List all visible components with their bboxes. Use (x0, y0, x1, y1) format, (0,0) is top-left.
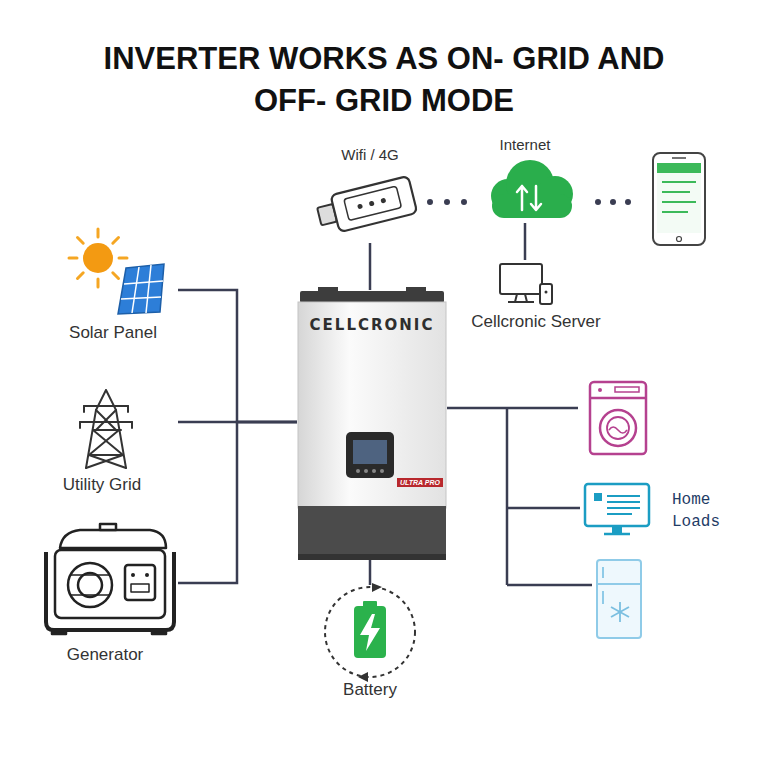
server-icon (500, 264, 552, 304)
source-node: Utility Grid (26, 385, 178, 495)
node-label: Battery (318, 680, 422, 700)
node-label: Wifi / 4G (310, 145, 430, 165)
wire-connector (178, 290, 297, 422)
node-label: Cellcronic Server (466, 312, 606, 332)
battery-icon (325, 583, 415, 682)
pylon-icon (80, 390, 132, 468)
node-label: Internet (470, 135, 580, 155)
dotted-link (595, 199, 631, 205)
node-label: Utility Grid (26, 475, 178, 495)
load-bus (507, 408, 592, 585)
device-node: Wifi / 4G (310, 143, 430, 243)
wire-connector (178, 422, 297, 583)
inverter-illustration (298, 287, 446, 560)
wire-connector (447, 407, 578, 410)
cloud-icon (491, 160, 573, 218)
wire-connector (524, 223, 527, 260)
phone-icon (653, 153, 705, 245)
fridge-icon (597, 560, 641, 638)
node-label: Generator (32, 645, 178, 665)
monitor-icon (585, 484, 649, 534)
wifi-dongle-icon (315, 176, 417, 236)
node-label: Home Loads (672, 489, 728, 533)
node-label: Solar Panel (48, 323, 178, 343)
source-node: Generator (32, 520, 178, 665)
node-label: ULTRA PRO (397, 478, 443, 487)
source-node: Solar Panel (48, 228, 178, 344)
load-node: Home Loads (578, 375, 728, 640)
battery-node: Battery (318, 585, 422, 703)
solar-panel-icon (118, 264, 164, 314)
wire-connector (369, 243, 372, 290)
generator-icon (46, 524, 174, 634)
dotted-connector (430, 199, 470, 205)
sun-icon (69, 229, 127, 287)
washing-machine-icon (590, 382, 646, 454)
title-heading: INVERTER WORKS AS ON- GRID AND OFF- GRID… (69, 38, 699, 122)
inverter-node: CELLCRONIC ULTRA PRO (297, 290, 447, 560)
cloud-node: Internet (470, 133, 580, 223)
node-label: CELLCRONIC (297, 315, 447, 335)
wire-connector (178, 421, 297, 424)
server-node: Cellcronic Server (466, 260, 606, 332)
wire-connector (369, 560, 372, 585)
